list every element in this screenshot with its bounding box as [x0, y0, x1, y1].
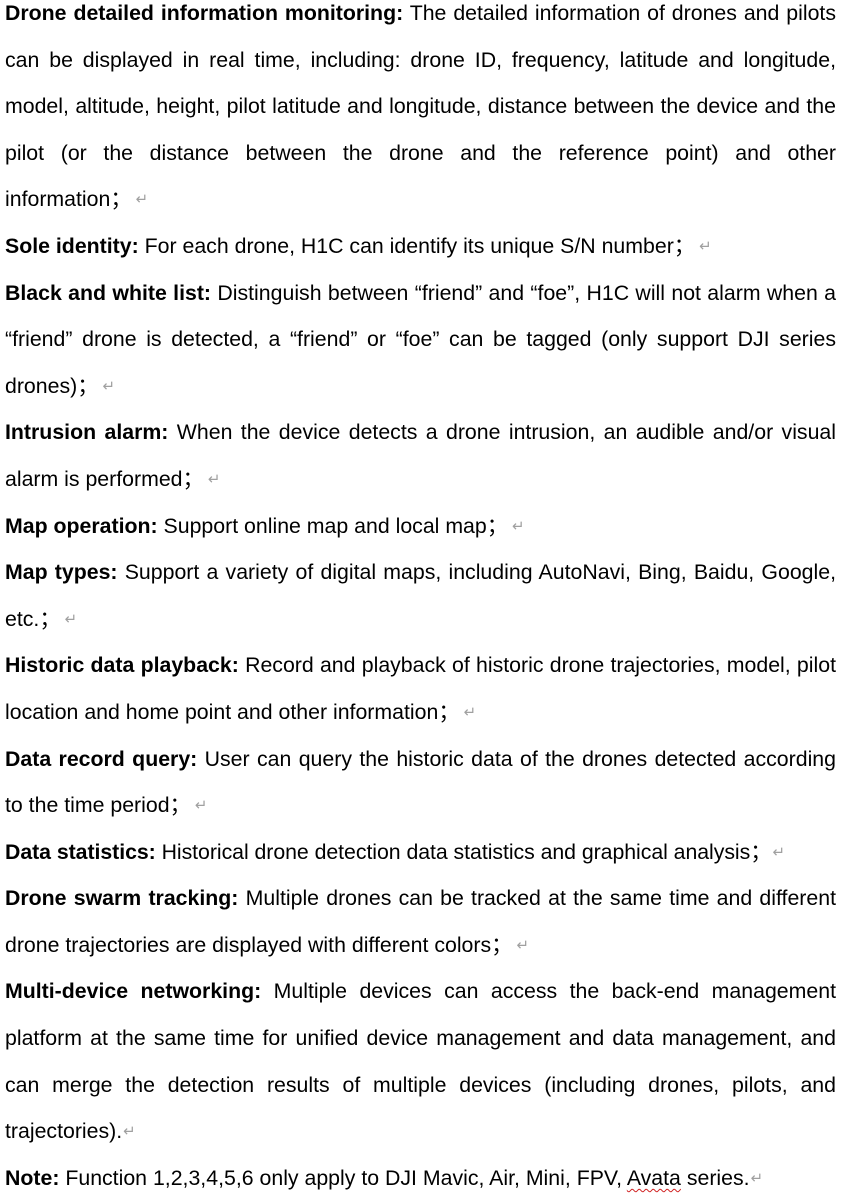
paragraph-text: Record and playback of historic drone tr… — [5, 653, 836, 724]
paragraph-label: Drone swarm tracking: — [5, 886, 239, 911]
paragraph-label: Multi-device networking: — [5, 979, 262, 1004]
paragraph-mark-icon: ↵ — [123, 1122, 136, 1141]
paragraph-text: Multiple drones can be tracked at the sa… — [5, 886, 836, 957]
document-body: Drone detailed information monitoring: T… — [5, 0, 836, 1201]
paragraph-text: For each drone, H1C can identify its uni… — [138, 233, 696, 258]
note-text: Function 1,2,3,4,5,6 only apply to DJI M… — [59, 1165, 627, 1190]
paragraph-label: Map operation: — [5, 513, 158, 538]
paragraph-mark-icon: ↵ — [772, 842, 785, 861]
paragraph-mark-icon: ↵ — [512, 516, 525, 535]
paragraph-mark-icon: ↵ — [64, 609, 78, 628]
paragraph-data-statistics: Data statistics: Historical drone detect… — [5, 829, 836, 876]
paragraph-map-types: Map types: Support a variety of digital … — [5, 549, 836, 642]
paragraph-text: Support a variety of digital maps, inclu… — [5, 560, 836, 631]
paragraph-black-white-list: Black and white list: Distinguish betwee… — [5, 270, 836, 410]
note-label: Note: — [5, 1165, 60, 1190]
paragraph-text: The detailed information of drones and p… — [5, 1, 836, 212]
paragraph-historic-playback: Historic data playback: Record and playb… — [5, 642, 836, 735]
paragraph-label: Data record query: — [5, 746, 198, 771]
paragraph-mark-icon: ↵ — [750, 1168, 764, 1187]
note-text-end: series. — [680, 1165, 750, 1190]
paragraph-label: Drone detailed information monitoring: — [5, 1, 404, 25]
paragraph-multi-device-networking: Multi-device networking: Multiple device… — [5, 968, 836, 1154]
paragraph-text: Multiple devices can access the back-end… — [5, 979, 836, 1144]
paragraph-label: Historic data playback: — [5, 653, 239, 678]
paragraph-sole-identity: Sole identity: For each drone, H1C can i… — [5, 223, 836, 270]
note-paragraph: Note: Function 1,2,3,4,5,6 only apply to… — [5, 1155, 836, 1202]
paragraph-text: Support online map and local map； — [157, 513, 509, 538]
paragraph-map-operation: Map operation: Support online map and lo… — [5, 503, 836, 550]
paragraph-text: User can query the historic data of the … — [5, 746, 836, 818]
paragraph-label: Sole identity: — [5, 233, 139, 258]
paragraph-mark-icon: ↵ — [135, 190, 149, 209]
paragraph-label: Intrusion alarm: — [5, 420, 169, 445]
paragraph-mark-icon: ↵ — [699, 236, 712, 255]
paragraph-text: When the device detects a drone intrusio… — [5, 420, 836, 491]
paragraph-mark-icon: ↵ — [194, 796, 208, 815]
paragraph-text: Historical drone detection data statisti… — [155, 839, 772, 864]
paragraph-mark-icon: ↵ — [102, 376, 116, 395]
paragraph-data-record-query: Data record query: User can query the hi… — [5, 736, 836, 829]
paragraph-mark-icon: ↵ — [207, 469, 221, 488]
paragraph-mark-icon: ↵ — [463, 702, 477, 721]
paragraph-swarm-tracking: Drone swarm tracking: Multiple drones ca… — [5, 875, 836, 968]
paragraph-mark-icon: ↵ — [516, 935, 530, 954]
paragraph-label: Data statistics: — [5, 839, 156, 864]
paragraph-text: Distinguish between “friend” and “foe”, … — [5, 280, 837, 398]
paragraph-label: Map types: — [5, 560, 118, 585]
paragraph-label: Black and white list: — [5, 280, 212, 305]
paragraph-intrusion-alarm: Intrusion alarm: When the device detects… — [5, 409, 836, 502]
spellcheck-flagged-word[interactable]: Avata — [626, 1165, 681, 1190]
paragraph-drone-info-monitoring: Drone detailed information monitoring: T… — [5, 0, 836, 223]
